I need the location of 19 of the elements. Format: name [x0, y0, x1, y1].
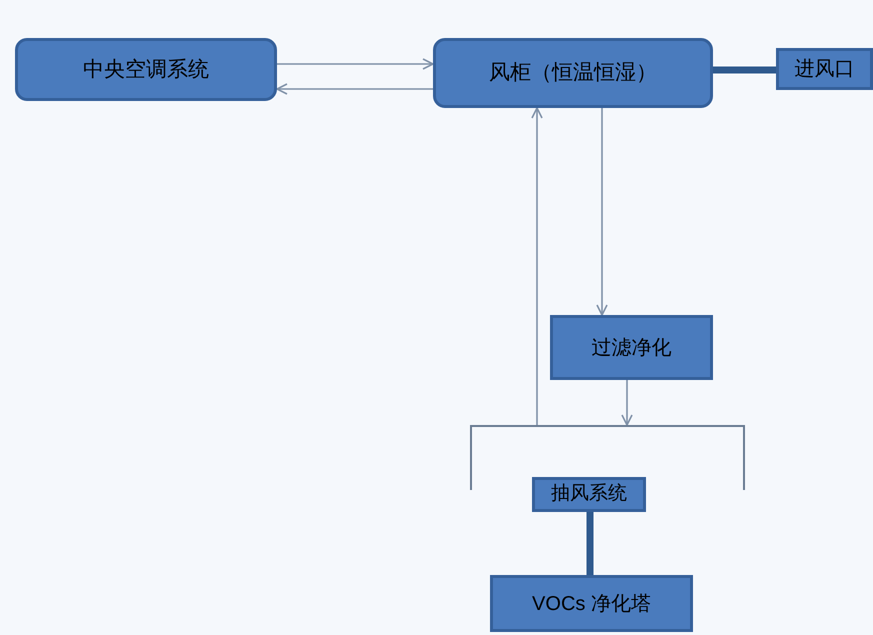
node-label: 风柜（恒温恒湿） [489, 60, 657, 86]
node-label: 过滤净化 [592, 336, 672, 360]
connector-bar [586, 512, 594, 575]
node-label: 抽风系统 [551, 482, 627, 506]
node-label: VOCs 净化塔 [532, 592, 651, 616]
process-box [490, 575, 693, 632]
arrow [531, 107, 543, 425]
node-label: 中央空调系统 [83, 56, 209, 83]
process-box [550, 315, 713, 380]
arrow [596, 108, 608, 316]
arrow [621, 380, 633, 426]
process-box [532, 477, 646, 512]
arrow [277, 58, 434, 70]
node-label: 进风口 [794, 57, 854, 82]
process-box [776, 48, 873, 90]
arrow [276, 83, 433, 95]
process-box [15, 38, 277, 101]
process-box [433, 38, 713, 108]
connector-bar [713, 66, 776, 74]
